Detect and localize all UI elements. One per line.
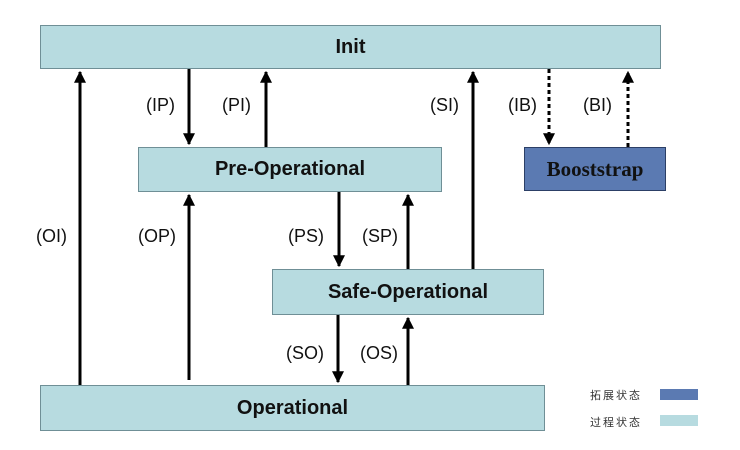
legend-process-state-label: 过程状态 [590, 416, 642, 429]
label-sp: (SP) [362, 226, 398, 246]
state-safe-operational: Safe-Operational [272, 269, 544, 315]
state-pre-operational: Pre-Operational [138, 147, 442, 192]
label-os: (OS) [360, 343, 398, 363]
state-init-label: Init [335, 35, 366, 58]
label-so: (SO) [286, 343, 324, 363]
state-operational: Operational [40, 385, 545, 431]
state-safe-operational-label: Safe-Operational [327, 280, 489, 303]
label-op: (OP) [138, 226, 176, 246]
legend-process-state-swatch [660, 415, 698, 426]
label-pi: (PI) [222, 95, 251, 115]
label-ip: (IP) [146, 95, 175, 115]
label-ps: (PS) [288, 226, 324, 246]
label-oi: (OI) [36, 226, 67, 246]
state-boostrap-label: Booststrap [546, 156, 644, 181]
legend-extended-state-label: 拓展状态 [590, 389, 642, 402]
state-boostrap: Booststrap [524, 147, 666, 191]
label-bi: (BI) [583, 95, 612, 115]
legend-extended-state-swatch [660, 389, 698, 400]
state-pre-operational-label: Pre-Operational [214, 158, 366, 180]
label-ib: (IB) [508, 95, 537, 115]
state-init: Init [40, 25, 661, 69]
label-si: (SI) [430, 95, 459, 115]
state-operational-label: Operational [236, 396, 349, 419]
